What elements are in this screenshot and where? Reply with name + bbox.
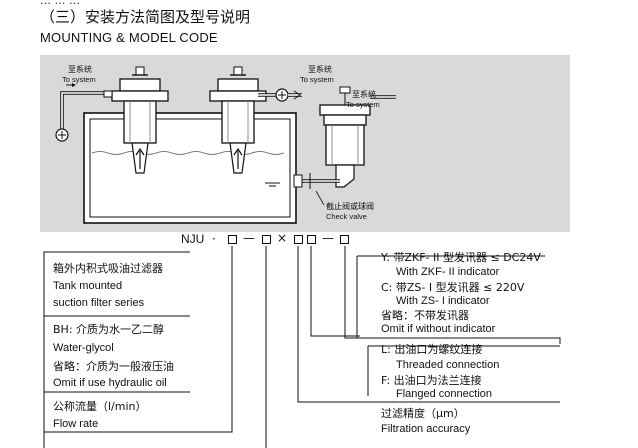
medium-omit-en: Omit if use hydraulic oil: [53, 377, 167, 389]
indicator-y-en: With ZKF- II indicator: [396, 266, 500, 278]
model-code-box-precision: [262, 235, 271, 244]
model-code-box-connection: [294, 235, 303, 244]
connection-f-cn: F: 出油口为法兰连接: [381, 374, 482, 387]
model-code-dash-2: —: [322, 231, 334, 245]
oil-level-line: [91, 151, 285, 155]
outlet-left-label-en: To system: [62, 75, 96, 84]
model-code-times: ×: [277, 231, 288, 245]
check-valve-label-cn: 截止阀或球阀: [326, 201, 374, 211]
oil-tank-inner: [89, 118, 291, 218]
filter-unit-2: [209, 66, 267, 174]
oil-tank: [83, 112, 297, 224]
indicator-none-en: Omit if without indicator: [381, 323, 496, 335]
tank-filter-en-2: suction filter series: [53, 297, 145, 309]
section-title-en: MOUNTING & MODEL CODE: [40, 30, 218, 45]
filter-unit-3: [319, 86, 371, 188]
model-code-prefix: NJU: [181, 232, 205, 246]
outlet-far-label-cn: 至系统: [352, 89, 376, 99]
outlet-right-label-cn: 至系统: [308, 64, 332, 74]
connection-l-cn: L: 出油口为螺纹连接: [381, 343, 483, 356]
check-valve-icon: [293, 174, 303, 188]
outlet-far-label-en: To system: [346, 100, 380, 109]
flow-rate-en: Flow rate: [53, 418, 99, 430]
section-title-cn: （三）安装方法简图及型号说明: [40, 8, 251, 26]
model-code-box-flow: [228, 235, 237, 244]
indicator-y-cn: Y: 带ZKF- II 型发讯器 ≤ DC24V: [381, 251, 541, 264]
indicator-none-cn: 省略：不带发讯器: [381, 309, 469, 322]
model-code-dot: ·: [212, 232, 216, 246]
indicator-c-cn: C: 带ZS- I 型发讯器 ≤ 220V: [381, 281, 525, 294]
model-code-box-medium: [340, 235, 349, 244]
medium-omit-cn: 省略：介质为一般液压油: [53, 360, 174, 373]
cropped-header-text: … … …: [40, 0, 80, 7]
filter-unit-1: [103, 66, 169, 174]
outlet-right-label-en: To system: [300, 75, 334, 84]
indicator-c-en: With ZS- I indicator: [396, 295, 490, 307]
precision-en: Filtration accuracy: [381, 423, 471, 435]
outlet-left-label-cn: 至系统: [68, 64, 92, 74]
precision-cn: 过滤精度（μm）: [381, 407, 465, 420]
flow-arrow-icon: [72, 83, 76, 87]
check-valve-label-en: Check valve: [326, 212, 367, 221]
medium-bh-en: Water-glycol: [53, 342, 114, 354]
model-code-dash-1: —: [243, 231, 255, 245]
flow-rate-cn: 公称流量（l/min）: [53, 400, 147, 413]
medium-bh-cn: BH: 介质为水一乙二醇: [53, 323, 165, 336]
connection-f-en: Flanged connection: [396, 388, 493, 400]
tank-filter-en-1: Tank mounted: [53, 280, 123, 292]
tank-filter-cn: 箱外内积式吸油过滤器: [53, 262, 163, 275]
connection-l-en: Threaded connection: [396, 359, 500, 371]
model-code-box-indicator: [307, 235, 316, 244]
mounting-diagram: 至系统 To system 至系统 To system 至系统 To syste…: [40, 55, 570, 232]
